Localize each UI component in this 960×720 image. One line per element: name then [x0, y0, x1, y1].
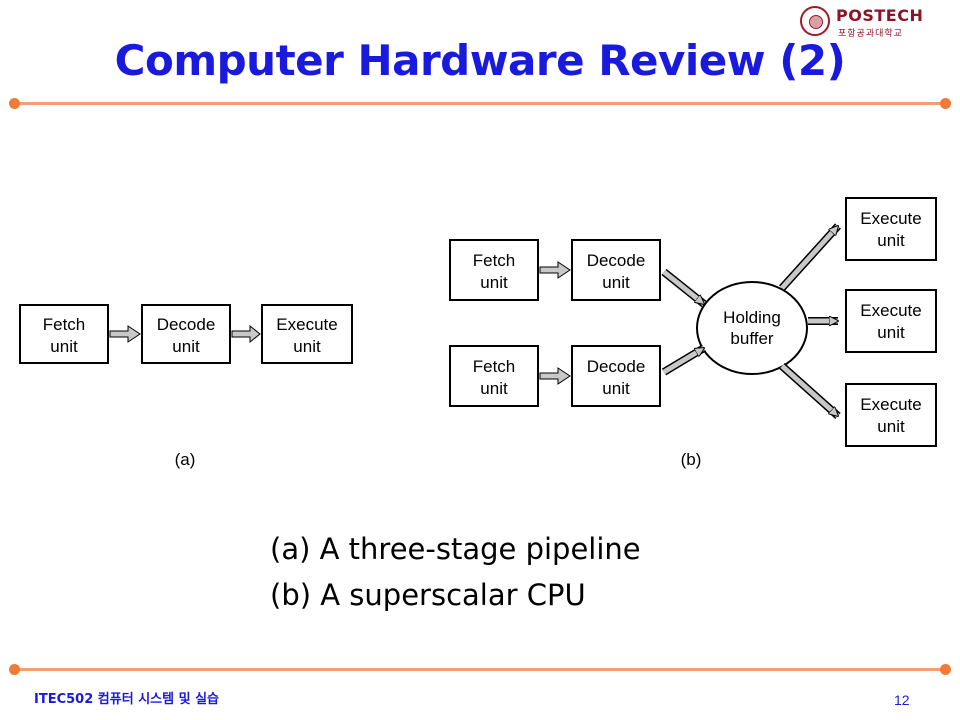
pipeline-fetch-box — [19, 304, 109, 364]
superscalar-fetch-1-line1: Fetch — [473, 251, 516, 270]
pipeline-execute-line1: Execute — [276, 315, 337, 334]
university-seal-icon — [800, 6, 830, 36]
superscalar-execute-1-line2: unit — [877, 231, 905, 250]
arrow-fetch2-to-decode2 — [539, 367, 571, 385]
superscalar-fetch-box-2 — [449, 345, 539, 407]
arrow-buffer-to-execute1 — [780, 224, 840, 290]
superscalar-decode-box-1 — [571, 239, 661, 301]
holding-buffer-line1: Holding — [723, 308, 781, 327]
label-a: (a) — [175, 450, 196, 469]
slide-title: Computer Hardware Review (2) — [114, 36, 846, 85]
arrow-fetch1-to-decode1 — [539, 261, 571, 279]
superscalar-execute-1-line1: Execute — [860, 209, 921, 228]
superscalar-decode-1-line1: Decode — [587, 251, 646, 270]
logo-subtitle: 포항공과대학교 — [838, 28, 903, 38]
arrow-decode2-to-buffer — [662, 345, 704, 375]
superscalar-execute-box-2 — [845, 289, 937, 353]
pipeline-decode-line1: Decode — [157, 315, 216, 334]
superscalar-fetch-1-line2: unit — [480, 273, 508, 292]
superscalar-decode-2-line1: Decode — [587, 357, 646, 376]
holding-buffer — [696, 281, 808, 375]
divider-dot-left — [9, 664, 20, 675]
superscalar-decode-box-2 — [571, 345, 661, 407]
superscalar-execute-3-line1: Execute — [860, 395, 921, 414]
superscalar-execute-box-3 — [845, 383, 937, 447]
divider-dot-right — [940, 664, 951, 675]
bottom-divider — [9, 664, 951, 675]
holding-buffer-line2: buffer — [730, 329, 774, 348]
superscalar-execute-box-1 — [845, 197, 937, 261]
pipeline-diagram: Fetch unit Decode unit Execute unit (a) … — [19, 197, 937, 469]
pipeline-fetch-line1: Fetch — [43, 315, 86, 334]
superscalar-fetch-2-line2: unit — [480, 379, 508, 398]
superscalar-decode-1-line2: unit — [602, 273, 630, 292]
pipeline-decode-box — [141, 304, 231, 364]
top-divider — [9, 98, 951, 109]
superscalar-b: Fetch unit Fetch unit Decode unit Decode… — [449, 197, 937, 469]
pipeline-a: Fetch unit Decode unit Execute unit (a) — [19, 304, 353, 469]
pipeline-fetch-line2: unit — [50, 337, 78, 356]
page-number: 12 — [894, 692, 910, 708]
superscalar-fetch-box-1 — [449, 239, 539, 301]
divider-dot-left — [9, 98, 20, 109]
pipeline-execute-box — [261, 304, 353, 364]
superscalar-decode-2-line2: unit — [602, 379, 630, 398]
superscalar-fetch-2-line1: Fetch — [473, 357, 516, 376]
superscalar-execute-2-line2: unit — [877, 323, 905, 342]
figure-captions: (a) A three-stage pipeline (b) A supersc… — [270, 526, 641, 618]
arrow-decode1-to-buffer — [662, 270, 704, 306]
course-footer: ITEC502 컴퓨터 시스템 및 실습 — [34, 692, 220, 707]
logo-name: POSTECH — [836, 6, 924, 25]
pipeline-decode-line2: unit — [172, 337, 200, 356]
caption-b: (b) A superscalar CPU — [270, 578, 586, 612]
divider-dot-right — [940, 98, 951, 109]
label-b: (b) — [681, 450, 702, 469]
pipeline-execute-line2: unit — [293, 337, 321, 356]
superscalar-execute-2-line1: Execute — [860, 301, 921, 320]
caption-a: (a) A three-stage pipeline — [270, 532, 641, 566]
arrow-buffer-to-execute3 — [780, 364, 840, 418]
arrow-fetch-to-decode — [109, 325, 141, 343]
postech-logo: POSTECH 포항공과대학교 — [800, 4, 930, 40]
superscalar-execute-3-line2: unit — [877, 417, 905, 436]
arrow-decode-to-execute — [231, 324, 261, 344]
